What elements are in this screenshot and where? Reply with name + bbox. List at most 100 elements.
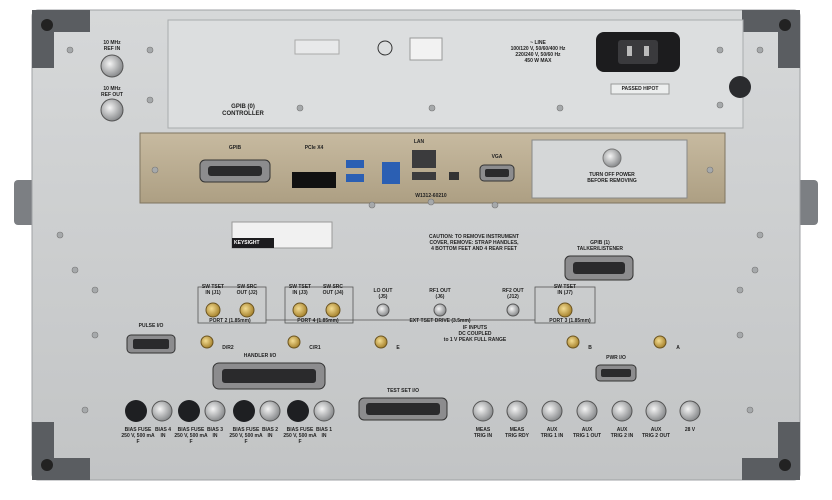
panel-screws [56, 46, 764, 414]
meas-trig-rdy-port[interactable] [506, 400, 528, 422]
foot-screw-bl [41, 459, 53, 471]
pcie-label: PCIe X4 [304, 145, 324, 151]
brand-label: KEYSIGHT [234, 240, 260, 246]
sw-tset-j3-label: SW TSET IN (J3) [288, 284, 312, 296]
usb-b-port[interactable] [382, 162, 400, 184]
c-r1-label: C/R1 [309, 345, 321, 351]
sw-src-j2-port[interactable] [239, 302, 255, 318]
gpib0-label: GPIB (0) CONTROLLER [222, 104, 264, 117]
aux-trig1-out-port[interactable] [576, 400, 598, 422]
aux-trig2-out-label: AUX TRIG 2 OUT [641, 427, 671, 439]
bias-fuse-1[interactable] [287, 400, 309, 422]
aux-trig2-in-label: AUX TRIG 2 IN [610, 427, 634, 439]
sw-tset-j7-port[interactable] [557, 302, 573, 318]
b-label: B [588, 345, 592, 351]
aux-trig1-in-port[interactable] [541, 400, 563, 422]
bias-fuse-label-3: BIAS FUSE 250 V, 500 mA F [174, 427, 208, 445]
ref-in-port[interactable] [100, 54, 124, 78]
gpib-port-label: GPIB [228, 145, 242, 151]
sw-src-j2-label: SW SRC OUT (J2) [236, 284, 258, 296]
bias-3-in-port[interactable] [204, 400, 226, 422]
if-dr2-port[interactable] [200, 335, 214, 349]
meas-trig-in-port[interactable] [472, 400, 494, 422]
pcie-port[interactable] [292, 172, 336, 188]
sw-tset-j1-label: SW TSET IN (J1) [201, 284, 225, 296]
sw-src-j4-label: SW SRC OUT (J4) [322, 284, 344, 296]
meas-trig-in-label: MEAS TRIG IN [473, 427, 493, 439]
port4-label: PORT 4 (1.85mm) [297, 318, 339, 324]
ext-tset-label: EXT TSET DRIVE (3.5mm) [409, 318, 471, 324]
28v-label: 28 V [684, 427, 696, 433]
if-b-port[interactable] [566, 335, 580, 349]
vga-label: VGA [491, 154, 503, 160]
bias-fuse-label-1: BIAS FUSE 250 V, 500 mA F [283, 427, 317, 445]
bias-3-label: BIAS 3 IN [206, 427, 224, 439]
d-r2-label: D/R2 [222, 345, 234, 351]
meas-trig-rdy-label: MEAS TRIG RDY [505, 427, 529, 439]
pwr-io-label: PWR I/O [606, 355, 626, 361]
sw-tset-j3-port[interactable] [292, 302, 308, 318]
certification-mark [377, 40, 393, 56]
test-set-ports [205, 302, 573, 318]
bias-4-in-port[interactable] [151, 400, 173, 422]
aux-trig1-in-label: AUX TRIG 1 IN [540, 427, 564, 439]
certification-label [294, 39, 340, 55]
foot-screw-tl [41, 19, 53, 31]
handler-io-label: HANDLER I/O [243, 353, 277, 359]
usb-port-1[interactable] [346, 160, 364, 168]
if-e-port[interactable] [374, 335, 388, 349]
aux-trig2-out-port[interactable] [645, 400, 667, 422]
bias-1-label: BIAS 1 IN [315, 427, 333, 439]
gpib1-label: GPIB (1) TALKER/LISTENER [576, 240, 624, 252]
bias-4-label: BIAS 4 IN [154, 427, 172, 439]
a-label: A [676, 345, 680, 351]
vent-hole [729, 76, 751, 98]
power-socket [618, 40, 658, 64]
if-cr1-port[interactable] [287, 335, 301, 349]
turn-off-power-label: TURN OFF POWER BEFORE REMOVING [587, 172, 637, 184]
lo-out-port[interactable] [376, 303, 390, 317]
usb-port-3[interactable] [412, 172, 436, 180]
bias-fuse-label-4: BIAS FUSE 250 V, 500 mA F [121, 427, 155, 445]
bias-fuse-2[interactable] [233, 400, 255, 422]
mini-display-port[interactable] [449, 172, 459, 180]
port2-label: PORT 2 (1.85mm) [209, 318, 251, 324]
sw-src-j4-port[interactable] [325, 302, 341, 318]
lan-label: LAN [413, 139, 425, 145]
bias-fuse-label-2: BIAS FUSE 250 V, 500 mA F [229, 427, 263, 445]
pulse-io-label: PULSE I/O [138, 323, 164, 329]
rf2-out-label: RF2 OUT (J12) [502, 288, 524, 300]
port3-label: PORT 3 (1.85mm) [549, 318, 591, 324]
test-set-io-label: TEST SET I/O [387, 388, 419, 394]
bias-fuse-3[interactable] [178, 400, 200, 422]
bias-2-label: BIAS 2 IN [261, 427, 279, 439]
power-cover-plate [531, 139, 688, 199]
aux-trig2-in-port[interactable] [611, 400, 633, 422]
module-part-number: W1312-60210 [415, 193, 447, 199]
if-inputs-label: IF INPUTS DC COUPLED to 1 V PEAK FULL RA… [443, 325, 507, 343]
ref-out-label: 10 MHz REF OUT [101, 86, 123, 98]
bias-1-in-port[interactable] [313, 400, 335, 422]
rf1-out-label: RF1 OUT (J6) [429, 288, 451, 300]
usb-port-2[interactable] [346, 174, 364, 182]
if-a-port[interactable] [653, 335, 667, 349]
rf2-out-port[interactable] [506, 303, 520, 317]
ref-out-port[interactable] [100, 98, 124, 122]
rf1-out-port[interactable] [433, 303, 447, 317]
aux-trig1-out-label: AUX TRIG 1 OUT [572, 427, 602, 439]
caution-label: CAUTION: TO REMOVE INSTRUMENT COVER, REM… [429, 234, 519, 252]
ref-in-label: 10 MHz REF IN [103, 40, 121, 52]
28v-port[interactable] [679, 400, 701, 422]
e-label: E [396, 345, 400, 351]
sw-tset-j7-label: SW TSET IN (J7) [553, 284, 577, 296]
sw-tset-j1-port[interactable] [205, 302, 221, 318]
cover-knob[interactable] [602, 148, 622, 168]
lan-port[interactable] [412, 150, 436, 168]
bias-2-in-port[interactable] [259, 400, 281, 422]
serial-barcode [409, 37, 443, 61]
bias-fuse-4[interactable] [125, 400, 147, 422]
foot-screw-br [779, 459, 791, 471]
passed-hipot-label: PASSED HIPOT [621, 86, 659, 92]
line-label: ~ LINE 100/120 V, 50/60/400 Hz 220/240 V… [510, 40, 566, 64]
